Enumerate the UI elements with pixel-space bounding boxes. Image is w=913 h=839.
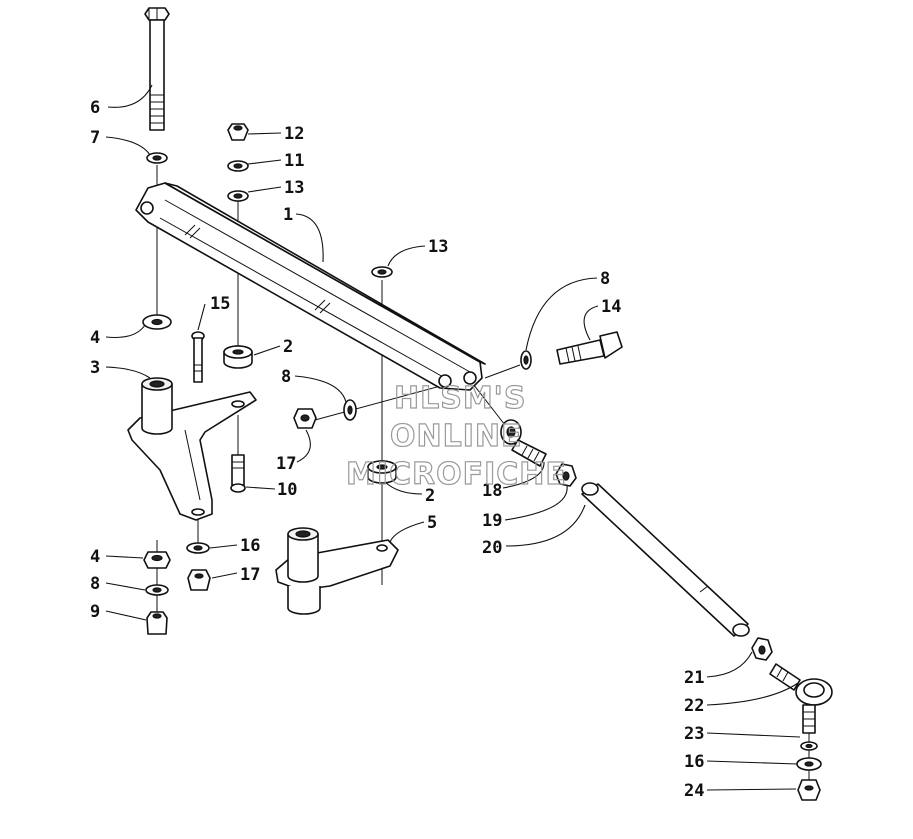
washer-part-13-upper	[227, 190, 249, 202]
callout-labels: 6 7 12 11 13 1 13 8 14 15 4 2 3 8 17 10 …	[90, 98, 704, 801]
callout-20: 20	[482, 538, 502, 558]
watermark: HLSM'S ONLINE MICROFICHE	[345, 380, 567, 492]
washer-part-13-right	[371, 266, 393, 278]
callout-5: 5	[427, 513, 437, 533]
idler-arm-part-5	[275, 527, 399, 615]
callout-11: 11	[284, 151, 304, 171]
nut-part-17-middle	[293, 408, 317, 429]
callout-4-upper: 4	[90, 328, 100, 348]
nut-part-9	[146, 611, 168, 635]
bolt-part-15	[191, 331, 205, 383]
washer-part-16-right	[796, 757, 822, 771]
callout-2-lower: 2	[425, 486, 435, 506]
callout-18: 18	[482, 481, 502, 501]
jam-nut-part-21	[751, 637, 773, 661]
callout-8-middle: 8	[281, 367, 291, 387]
tie-rod-tube-part-20	[581, 482, 750, 637]
bolt-part-6	[144, 7, 170, 131]
callout-8-lower: 8	[90, 574, 100, 594]
washer-part-8-middle	[343, 399, 357, 421]
callout-19: 19	[482, 511, 502, 531]
callout-4-lower: 4	[90, 547, 100, 567]
washer-part-11	[227, 160, 249, 172]
callout-12: 12	[284, 124, 304, 144]
watermark-line-3: MICROFICHE	[346, 457, 567, 492]
nut-part-17-lower	[187, 569, 211, 591]
callout-17-middle: 17	[276, 454, 296, 474]
washer-part-16-left	[186, 542, 210, 554]
ball-joint-part-22	[769, 663, 833, 734]
washer-part-8-lower	[145, 584, 169, 596]
callout-13-right: 13	[428, 237, 448, 257]
bolt-part-10	[230, 454, 246, 493]
washer-part-7	[146, 152, 168, 164]
spacer-part-2-upper	[223, 345, 253, 369]
watermark-line-2: ONLINE	[390, 419, 523, 454]
washer-part-23	[800, 741, 818, 751]
watermark-line-1: HLSM'S	[394, 381, 526, 416]
callout-leader-lines	[105, 84, 801, 791]
washer-part-4-lower	[143, 551, 171, 569]
callout-15: 15	[210, 294, 230, 314]
nut-part-12	[227, 123, 249, 141]
spacer-part-2-lower	[367, 460, 397, 484]
callout-21: 21	[684, 668, 704, 688]
washer-part-4-upper	[142, 314, 172, 330]
jam-nut-part-19	[555, 463, 577, 487]
steering-arm-part-3	[127, 377, 257, 521]
callout-6: 6	[90, 98, 100, 118]
callout-23: 23	[684, 724, 704, 744]
callout-16-right: 16	[684, 752, 704, 772]
callout-13-upper: 13	[284, 178, 304, 198]
nut-part-24	[797, 779, 821, 801]
callout-22: 22	[684, 696, 704, 716]
callout-14: 14	[601, 297, 621, 317]
callout-10: 10	[277, 480, 297, 500]
drag-link-bar-part-1	[135, 182, 486, 391]
callout-16-left: 16	[240, 536, 260, 556]
callout-7: 7	[90, 128, 100, 148]
rod-end-part-18	[500, 419, 547, 467]
callout-17-lower: 17	[240, 565, 260, 585]
callout-8-right: 8	[600, 269, 610, 289]
callout-24: 24	[684, 781, 704, 801]
bolt-part-14	[556, 331, 623, 365]
washer-part-8-right	[520, 350, 532, 370]
callout-1: 1	[283, 205, 293, 225]
callout-3: 3	[90, 358, 100, 378]
callout-9: 9	[90, 602, 100, 622]
callout-2-upper: 2	[283, 337, 293, 357]
